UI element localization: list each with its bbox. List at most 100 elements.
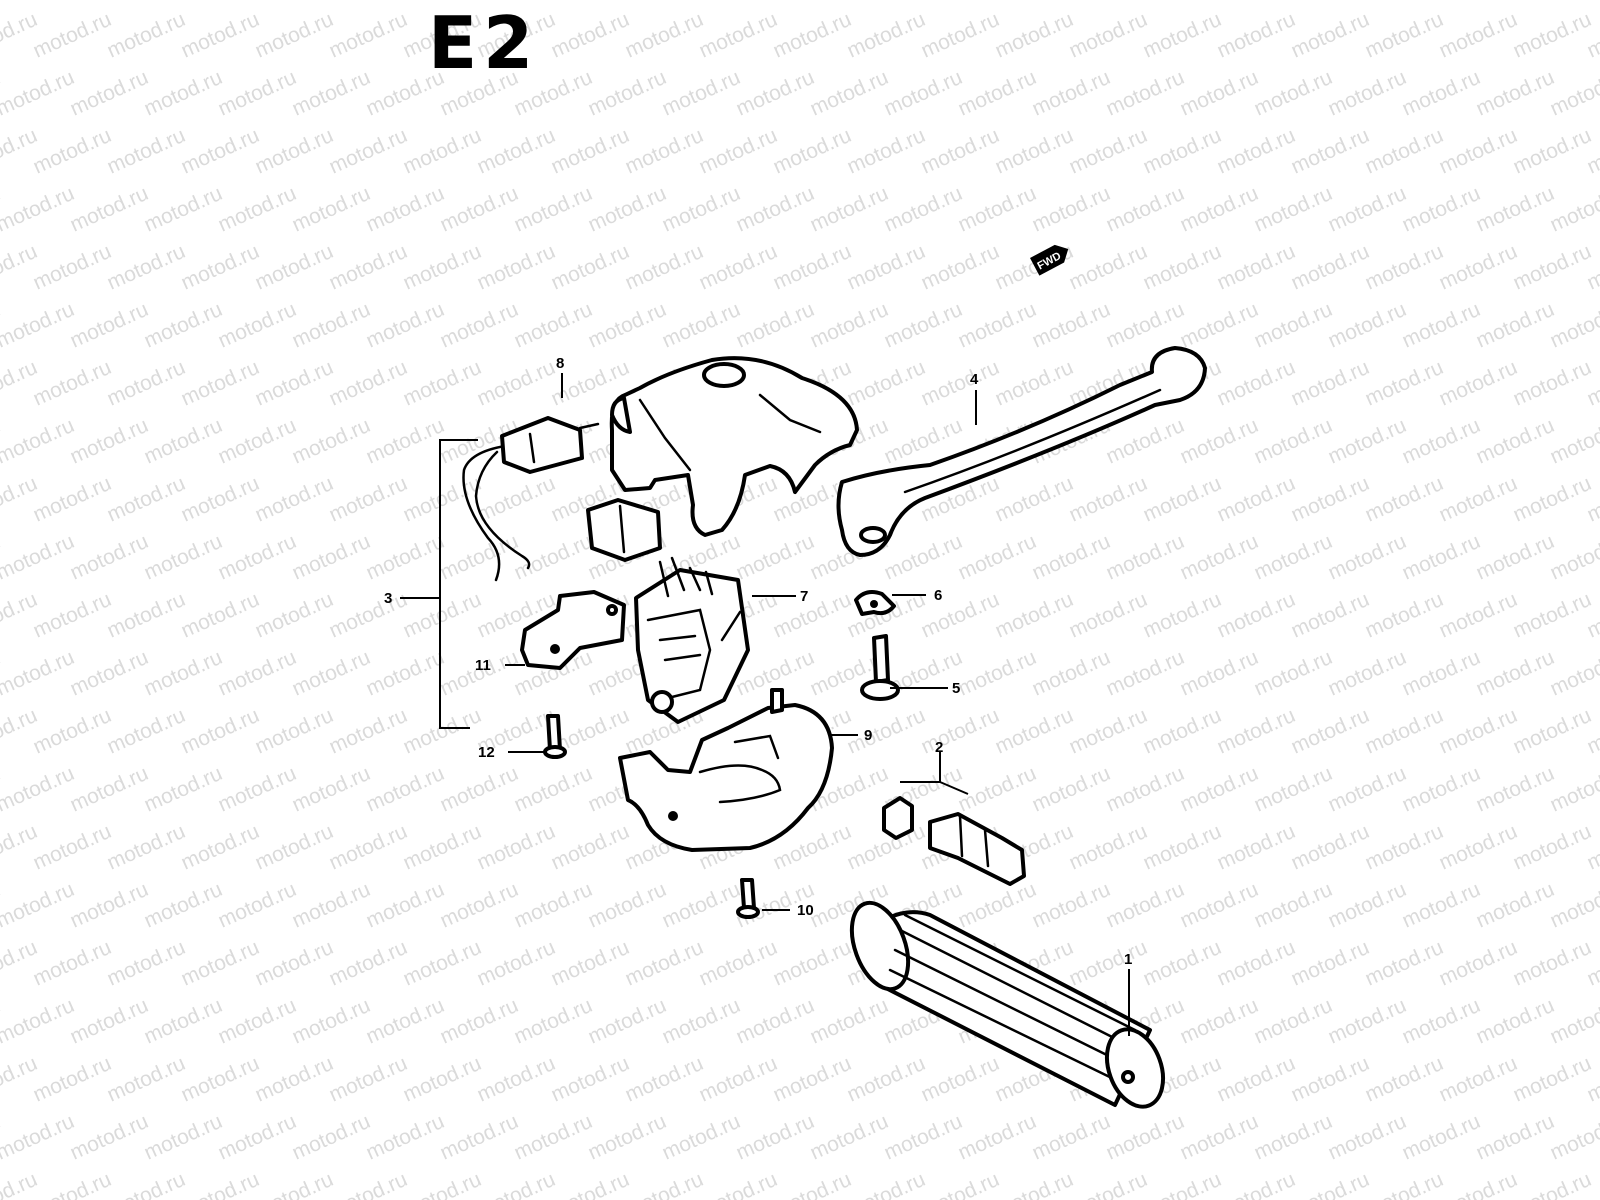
watermark-text: motod.ru — [881, 0, 966, 5]
watermark-text: motod.ru — [1399, 530, 1484, 585]
watermark-text: motod.ru — [141, 646, 226, 701]
diagram-title: E2 — [428, 1, 539, 85]
watermark-text: motod.ru — [67, 994, 152, 1049]
watermark-text: motod.ru — [918, 240, 1003, 295]
watermark-text: motod.ru — [1029, 182, 1114, 237]
watermark-text: motod.ru — [215, 414, 300, 469]
watermark-text: motod.ru — [289, 878, 374, 933]
callout-6: 6 — [934, 587, 942, 604]
watermark-text: motod.ru — [511, 182, 596, 237]
watermark-text: motod.ru — [215, 66, 300, 121]
watermark-text: motod.ru — [104, 936, 189, 991]
watermark-text: motod.ru — [141, 298, 226, 353]
watermark-text: motod.ru — [1140, 936, 1225, 991]
watermark-text: motod.ru — [400, 124, 485, 179]
watermark-text: motod.ru — [1473, 298, 1558, 353]
watermark-text: motod.ru — [178, 588, 263, 643]
watermark-text: motod.ru — [992, 704, 1077, 759]
watermark-text: motod.ru — [585, 66, 670, 121]
watermark-text: motod.ru — [326, 820, 411, 875]
watermark-text: motod.ru — [807, 182, 892, 237]
watermark-text: motod.ru — [1177, 414, 1262, 469]
watermark-text: motod.ru — [67, 530, 152, 585]
watermark-text: motod.ru — [178, 1052, 263, 1107]
watermark-text: motod.ru — [585, 0, 670, 5]
watermark-text: motod.ru — [1103, 530, 1188, 585]
watermark-text: motod.ru — [1362, 1052, 1447, 1107]
watermark-text: motod.ru — [104, 240, 189, 295]
watermark-text: motod.ru — [807, 1110, 892, 1165]
watermark-text: motod.ru — [104, 588, 189, 643]
watermark-text: motod.ru — [215, 0, 300, 5]
callout-12: 12 — [478, 744, 495, 761]
watermark-text: motod.ru — [696, 1168, 781, 1200]
watermark-text: motod.ru — [289, 298, 374, 353]
watermark-text: motod.ru — [178, 472, 263, 527]
watermark-text: motod.ru — [252, 356, 337, 411]
watermark-text: motod.ru — [1325, 646, 1410, 701]
watermark-text: motod.ru — [1362, 124, 1447, 179]
leader-lines — [400, 373, 1130, 1036]
watermark-text: motod.ru — [0, 878, 78, 933]
front-stop-switch — [882, 796, 1026, 886]
watermark-text: motod.ru — [1473, 994, 1558, 1049]
watermark-text: motod.ru — [1436, 124, 1521, 179]
watermark-text: motod.ru — [1510, 588, 1595, 643]
watermark-text: motod.ru — [881, 530, 966, 585]
watermark-text: motod.ru — [659, 298, 744, 353]
watermark-text: motod.ru — [1177, 762, 1262, 817]
watermark-text: motod.ru — [1140, 1168, 1225, 1200]
watermark-text: motod.ru — [992, 8, 1077, 63]
watermark-text: motod.ru — [437, 762, 522, 817]
watermark-text: motod.ru — [104, 356, 189, 411]
watermark-text: motod.ru — [67, 414, 152, 469]
watermark-text: motod.ru — [400, 820, 485, 875]
watermark-text: motod.ru — [1288, 588, 1373, 643]
watermark-text: motod.ru — [992, 1168, 1077, 1200]
watermark-text: motod.ru — [918, 8, 1003, 63]
watermark-text: motod.ru — [1362, 820, 1447, 875]
watermark-text: motod.ru — [511, 762, 596, 817]
watermark-text: motod.ru — [363, 530, 448, 585]
watermark-text: motod.ru — [622, 1052, 707, 1107]
watermark-text: motod.ru — [1066, 8, 1151, 63]
watermark-text: motod.ru — [437, 1110, 522, 1165]
watermark-text: motod.ru — [1288, 704, 1373, 759]
watermark-text: motod.ru — [1325, 182, 1410, 237]
switch-assembly — [586, 498, 750, 724]
watermark-text: motod.ru — [252, 820, 337, 875]
watermark-text: motod.ru — [992, 588, 1077, 643]
watermark-text: motod.ru — [1362, 472, 1447, 527]
watermark-text: motod.ru — [1066, 588, 1151, 643]
watermark-text: motod.ru — [659, 0, 744, 5]
watermark-text: motod.ru — [30, 8, 115, 63]
watermark-text: motod.ru — [326, 1168, 411, 1200]
watermark-text: motod.ru — [844, 240, 929, 295]
watermark-text: motod.ru — [30, 820, 115, 875]
watermark-text: motod.ru — [178, 124, 263, 179]
watermark-text: motod.ru — [696, 124, 781, 179]
watermark-text: motod.ru — [1399, 298, 1484, 353]
watermark-text: motod.ru — [0, 530, 78, 585]
watermark-text: motod.ru — [1362, 8, 1447, 63]
watermark-text: motod.ru — [992, 124, 1077, 179]
watermark-text: motod.ru — [474, 240, 559, 295]
callout-7: 7 — [800, 588, 808, 605]
watermark-text: motod.ru — [141, 182, 226, 237]
watermark-text: motod.ru — [1066, 124, 1151, 179]
watermark-text: motod.ru — [400, 1168, 485, 1200]
watermark-text: motod.ru — [1547, 0, 1600, 5]
watermark-text: motod.ru — [437, 298, 522, 353]
watermark-text: motod.ru — [1140, 704, 1225, 759]
watermark-text: motod.ru — [1473, 182, 1558, 237]
watermark-text: motod.ru — [1547, 646, 1600, 701]
watermark-text: motod.ru — [696, 1052, 781, 1107]
watermark-text: motod.ru — [1399, 66, 1484, 121]
watermark-text: motod.ru — [733, 66, 818, 121]
watermark-text: motod.ru — [881, 1110, 966, 1165]
watermark-text: motod.ru — [178, 704, 263, 759]
watermark-text: motod.ru — [400, 588, 485, 643]
watermark-text: motod.ru — [215, 182, 300, 237]
watermark-text: motod.ru — [141, 762, 226, 817]
